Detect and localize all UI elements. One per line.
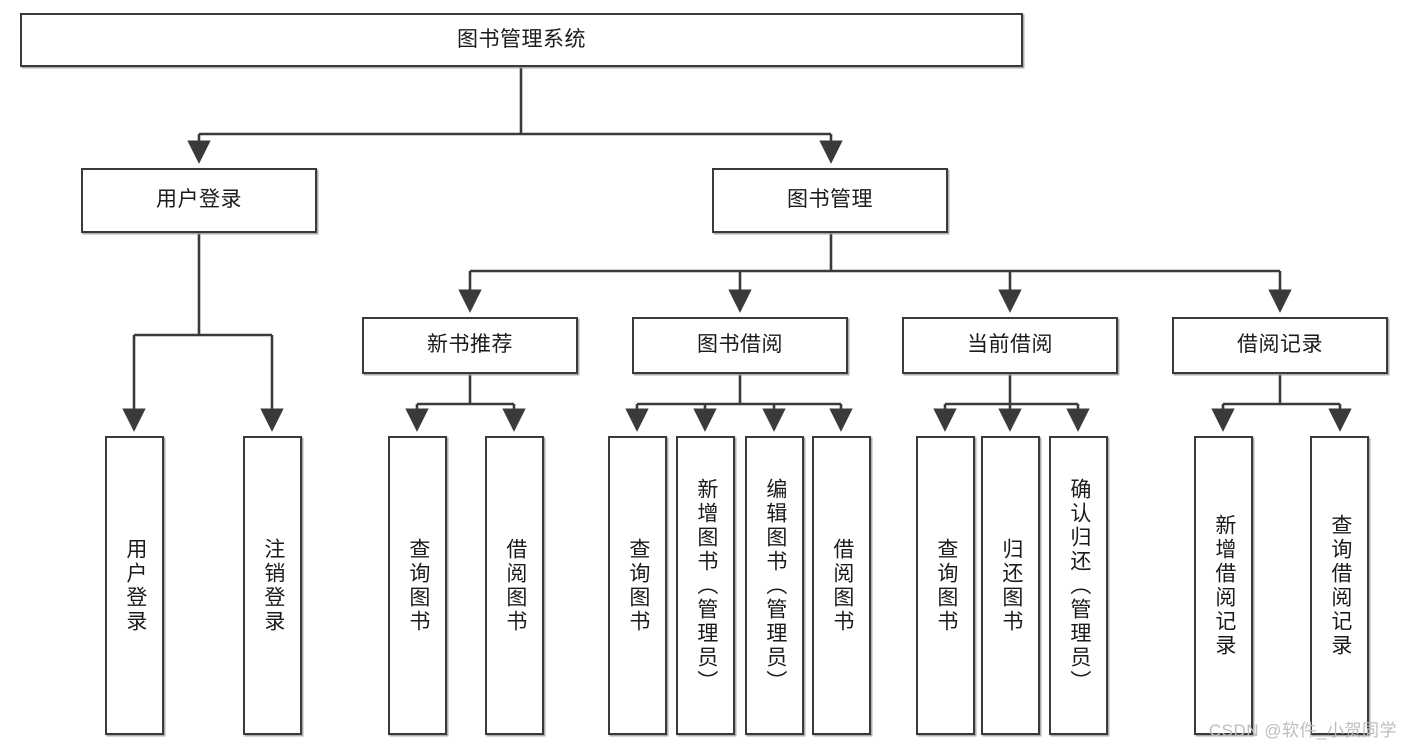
- node-root-label: 图书管理系统: [457, 27, 586, 51]
- csdn-watermark: CSDN @软件_小贺同学: [1208, 721, 1397, 740]
- node-leaf-user-logout-label: 注销登录: [261, 537, 285, 634]
- node-book-management-label: 图书管理: [787, 188, 873, 212]
- node-user-login[interactable]: 用户登录: [81, 168, 317, 233]
- node-leaf-query-book-2[interactable]: 查询图书: [608, 436, 667, 735]
- node-leaf-query-book-1-label: 查询图书: [406, 537, 430, 634]
- node-book-borrow-label: 图书借阅: [697, 333, 783, 357]
- node-leaf-confirm-return-label: 确认归还（管理员）: [1067, 477, 1091, 694]
- node-leaf-edit-book-label: 编辑图书（管理员）: [763, 477, 787, 694]
- node-new-book-recommend[interactable]: 新书推荐: [362, 317, 578, 374]
- node-leaf-query-book-1[interactable]: 查询图书: [388, 436, 447, 735]
- node-book-borrow[interactable]: 图书借阅: [632, 317, 848, 374]
- node-leaf-borrow-book-1[interactable]: 借阅图书: [485, 436, 544, 735]
- node-leaf-user-login[interactable]: 用户登录: [105, 436, 164, 735]
- node-leaf-add-record[interactable]: 新增借阅记录: [1194, 436, 1253, 735]
- node-leaf-borrow-book-1-label: 借阅图书: [503, 537, 527, 634]
- node-leaf-add-record-label: 新增借阅记录: [1212, 513, 1236, 658]
- node-leaf-query-record-label: 查询借阅记录: [1328, 513, 1352, 658]
- node-leaf-edit-book[interactable]: 编辑图书（管理员）: [745, 436, 804, 735]
- node-leaf-query-record[interactable]: 查询借阅记录: [1310, 436, 1369, 735]
- node-leaf-return-book-label: 归还图书: [999, 537, 1023, 634]
- node-current-borrow[interactable]: 当前借阅: [902, 317, 1118, 374]
- node-leaf-borrow-book-2-label: 借阅图书: [830, 537, 854, 634]
- node-current-borrow-label: 当前借阅: [967, 333, 1053, 357]
- node-borrow-record[interactable]: 借阅记录: [1172, 317, 1388, 374]
- node-leaf-user-logout[interactable]: 注销登录: [243, 436, 302, 735]
- node-leaf-confirm-return[interactable]: 确认归还（管理员）: [1049, 436, 1108, 735]
- node-book-management[interactable]: 图书管理: [712, 168, 948, 233]
- node-leaf-user-login-label: 用户登录: [123, 537, 147, 634]
- node-leaf-add-book[interactable]: 新增图书（管理员）: [676, 436, 735, 735]
- node-user-login-label: 用户登录: [156, 188, 242, 212]
- node-leaf-query-book-2-label: 查询图书: [626, 537, 650, 634]
- node-leaf-query-book-3-label: 查询图书: [934, 537, 958, 634]
- node-leaf-add-book-label: 新增图书（管理员）: [694, 477, 718, 694]
- node-new-book-recommend-label: 新书推荐: [427, 333, 513, 357]
- node-borrow-record-label: 借阅记录: [1237, 333, 1323, 357]
- node-leaf-query-book-3[interactable]: 查询图书: [916, 436, 975, 735]
- node-root[interactable]: 图书管理系统: [20, 13, 1023, 67]
- node-leaf-borrow-book-2[interactable]: 借阅图书: [812, 436, 871, 735]
- node-leaf-return-book[interactable]: 归还图书: [981, 436, 1040, 735]
